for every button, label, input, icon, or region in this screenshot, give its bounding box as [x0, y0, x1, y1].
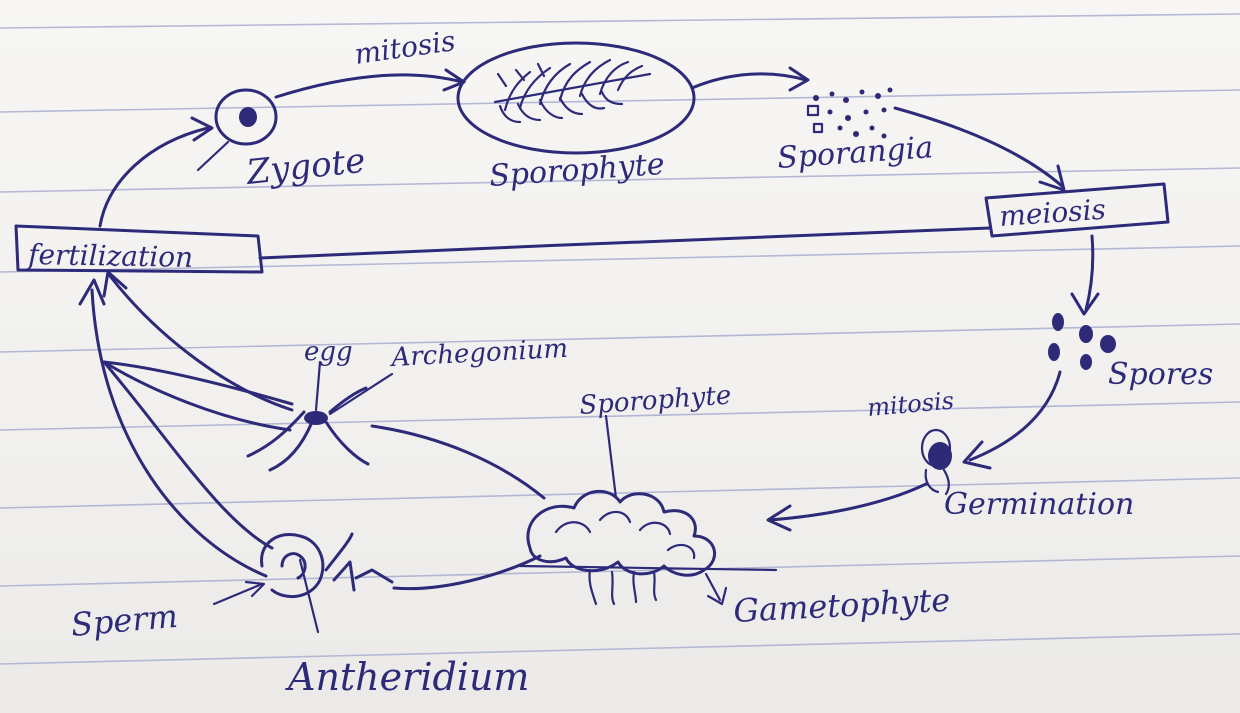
antheridium-drawing	[262, 534, 392, 632]
label-sporangia: Sporangia	[776, 130, 934, 176]
label-sperm: Sperm	[69, 597, 179, 644]
gametophyte-drawing	[520, 416, 776, 604]
label-egg: egg	[304, 337, 353, 367]
sporangia-drawing	[808, 88, 893, 139]
label-fertilization: fertilization	[26, 238, 194, 274]
label-antheridium: Antheridium	[285, 655, 529, 699]
label-mitosis-top: mitosis	[352, 24, 457, 71]
label-gametophyte: Gametophyte	[732, 581, 951, 630]
arrow-to-spores	[1086, 236, 1093, 310]
connector-gametophyte-archegonium	[372, 426, 544, 498]
label-mitosis-mid: mitosis	[866, 387, 955, 422]
label-sporophyte-top: Sporophyte	[488, 147, 666, 194]
label-archegonium: Archegonium	[389, 334, 569, 373]
arrow-to-sporangia	[692, 74, 806, 88]
arrow-to-zygote	[100, 128, 208, 226]
label-spores: Spores	[1108, 357, 1213, 392]
label-germination: Germination	[944, 487, 1134, 522]
arrow-sperm-to-fertilization	[92, 290, 266, 576]
sporophyte-oval-drawing	[458, 43, 694, 153]
arrow-egg-to-fertilization	[110, 276, 292, 410]
arrow-to-germination	[970, 372, 1060, 460]
label-sporophyte-mid: Sporophyte	[578, 380, 732, 421]
connector-antheridium-gametophyte	[394, 556, 540, 589]
arrow-mitosis-top	[276, 75, 462, 97]
archegonium-drawing	[248, 362, 392, 470]
spores-drawing	[1048, 313, 1116, 370]
